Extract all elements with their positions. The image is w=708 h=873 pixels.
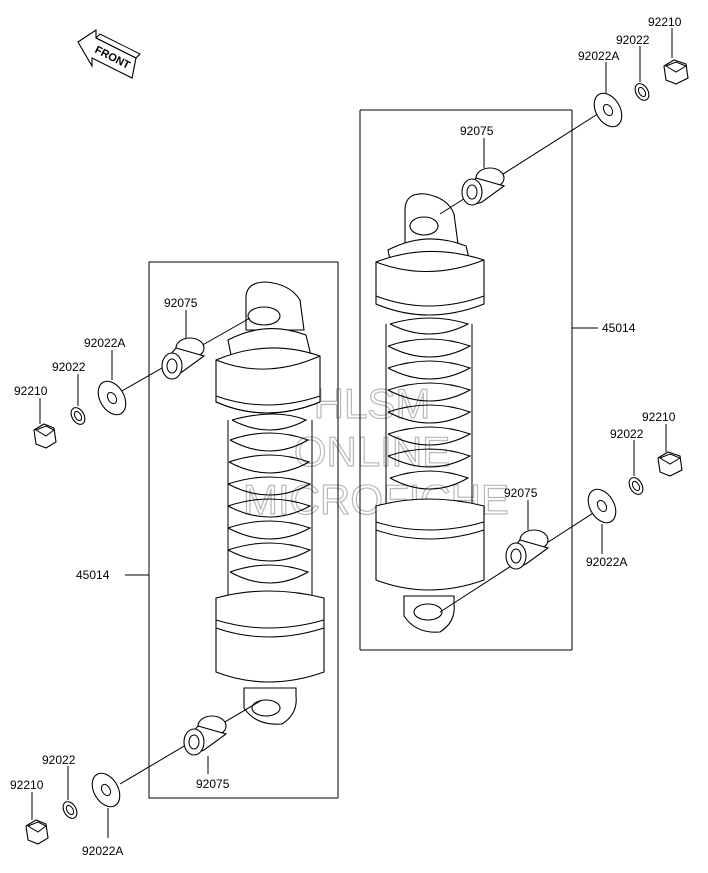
left-lower-circlip [62,801,78,819]
leader-lines [31,28,673,838]
left-shock-absorber [215,281,325,725]
right-top-circlip-label: 92022 [616,33,650,47]
right-top-washer-label: 92022A [578,49,619,63]
left-lower-bushing [183,715,228,756]
right-lower-bushing-label: 92075 [504,486,538,500]
left-upper-washer [97,380,127,416]
right-upper-circlip [634,83,650,101]
left-upper-hardware [33,317,251,449]
left-upper-nut-label: 92210 [14,384,48,398]
left-lower-nut [25,819,49,845]
right-lower-bushing [505,529,550,570]
left-lower-washer [91,772,121,808]
left-lower-washer-label: 92022A [82,844,123,858]
right-lower-hardware [439,451,683,613]
left-upper-circlip-label: 92022 [52,360,86,374]
right-shock-absorber [375,193,485,633]
right-lower-nut [657,451,683,477]
left-lower-circlip-label: 92022 [42,753,76,767]
right-upper-nut [663,59,689,85]
front-arrow: FRONT [77,28,141,79]
right-upper-bushing [461,167,506,206]
right-shock-label: 45014 [602,321,636,335]
right-lower-circlip-label: 92022 [610,427,644,441]
left-assembly-bracket [125,261,339,799]
right-upper-hardware [439,59,689,215]
right-lower-nut-label: 92210 [642,410,676,424]
left-lower-bushing-label: 92075 [196,777,230,791]
left-lower-hardware [25,699,263,845]
left-upper-washer-label: 92022A [84,336,125,350]
right-upper-washer [593,92,623,128]
left-upper-bushing-label: 92075 [164,296,198,310]
right-upper-bushing-label: 92075 [460,124,494,138]
left-upper-bushing [161,337,206,380]
watermark-line-1: HLSM [314,380,431,427]
right-top-nut-label: 92210 [648,15,682,29]
right-lower-washer-label: 92022A [586,555,627,569]
right-lower-circlip [628,477,644,495]
left-upper-nut [33,423,57,449]
left-lower-nut-label: 92210 [10,778,44,792]
left-upper-circlip [70,407,86,425]
left-shock-label: 45014 [76,568,110,582]
watermark-line-2: ONLINE [294,428,450,475]
right-lower-washer [587,488,617,524]
right-assembly-bracket [359,109,598,651]
